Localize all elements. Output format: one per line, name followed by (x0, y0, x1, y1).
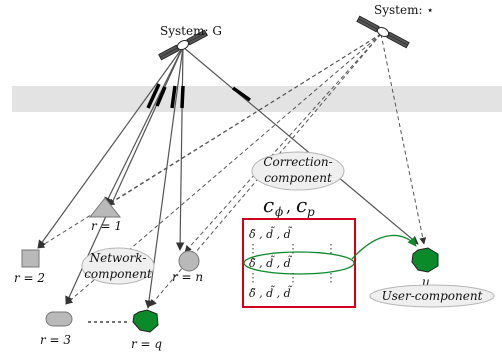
correction-to-user-arrow (351, 234, 417, 260)
matrix-ellipsis (252, 244, 332, 284)
user-letter: u (422, 275, 430, 289)
station-rq-icon (132, 309, 159, 333)
station-r3-label: r = 3 (40, 333, 71, 347)
network-label-2: component (84, 267, 152, 281)
station-r1-label: r = 1 (91, 219, 122, 233)
correction-label-2: component (264, 171, 332, 185)
satellite-star-label: System: ⋆ (374, 3, 434, 17)
c-phi: c (263, 193, 274, 217)
station-rn-label: r = n (172, 270, 203, 284)
station-rn-icon (178, 250, 200, 272)
station-r3-icon (45, 311, 73, 327)
selected-row-highlight (243, 251, 355, 275)
user-receiver-icon (411, 247, 439, 273)
station-rq-label: r = q (131, 337, 162, 351)
station-r2-label: r = 2 (14, 271, 45, 285)
matrix-row-1: δ̃ , d̃ , d̃ (249, 227, 293, 241)
atmosphere-delay-markers (146, 83, 252, 109)
matrix-row-q: δ̃ , d̃ , d̃ (249, 256, 293, 270)
atmosphere-band (12, 86, 502, 112)
correction-cloud (251, 151, 345, 191)
network-cloud (81, 247, 155, 285)
correction-matrix-box (242, 218, 356, 308)
matrix-row-n: δ̃ , d̃ , d̃ (249, 286, 293, 300)
network-label: Network- (89, 251, 147, 265)
coeff-comma: , (286, 197, 291, 216)
user-cloud (369, 284, 495, 308)
station-r2-icon (21, 249, 40, 268)
correction-label: Correction- (263, 155, 332, 169)
satellite-g-label: System: G (160, 24, 222, 38)
c-p-sub: p (307, 205, 315, 219)
satellite-star-icon (356, 15, 410, 49)
user-label: User-component (382, 289, 483, 303)
correction-coefficients: c ϕ , c p (263, 193, 315, 219)
station-r1-icon (88, 197, 122, 218)
c-p: c (296, 193, 307, 217)
satellite-g-icon (158, 29, 208, 61)
c-phi-sub: ϕ (275, 205, 283, 219)
